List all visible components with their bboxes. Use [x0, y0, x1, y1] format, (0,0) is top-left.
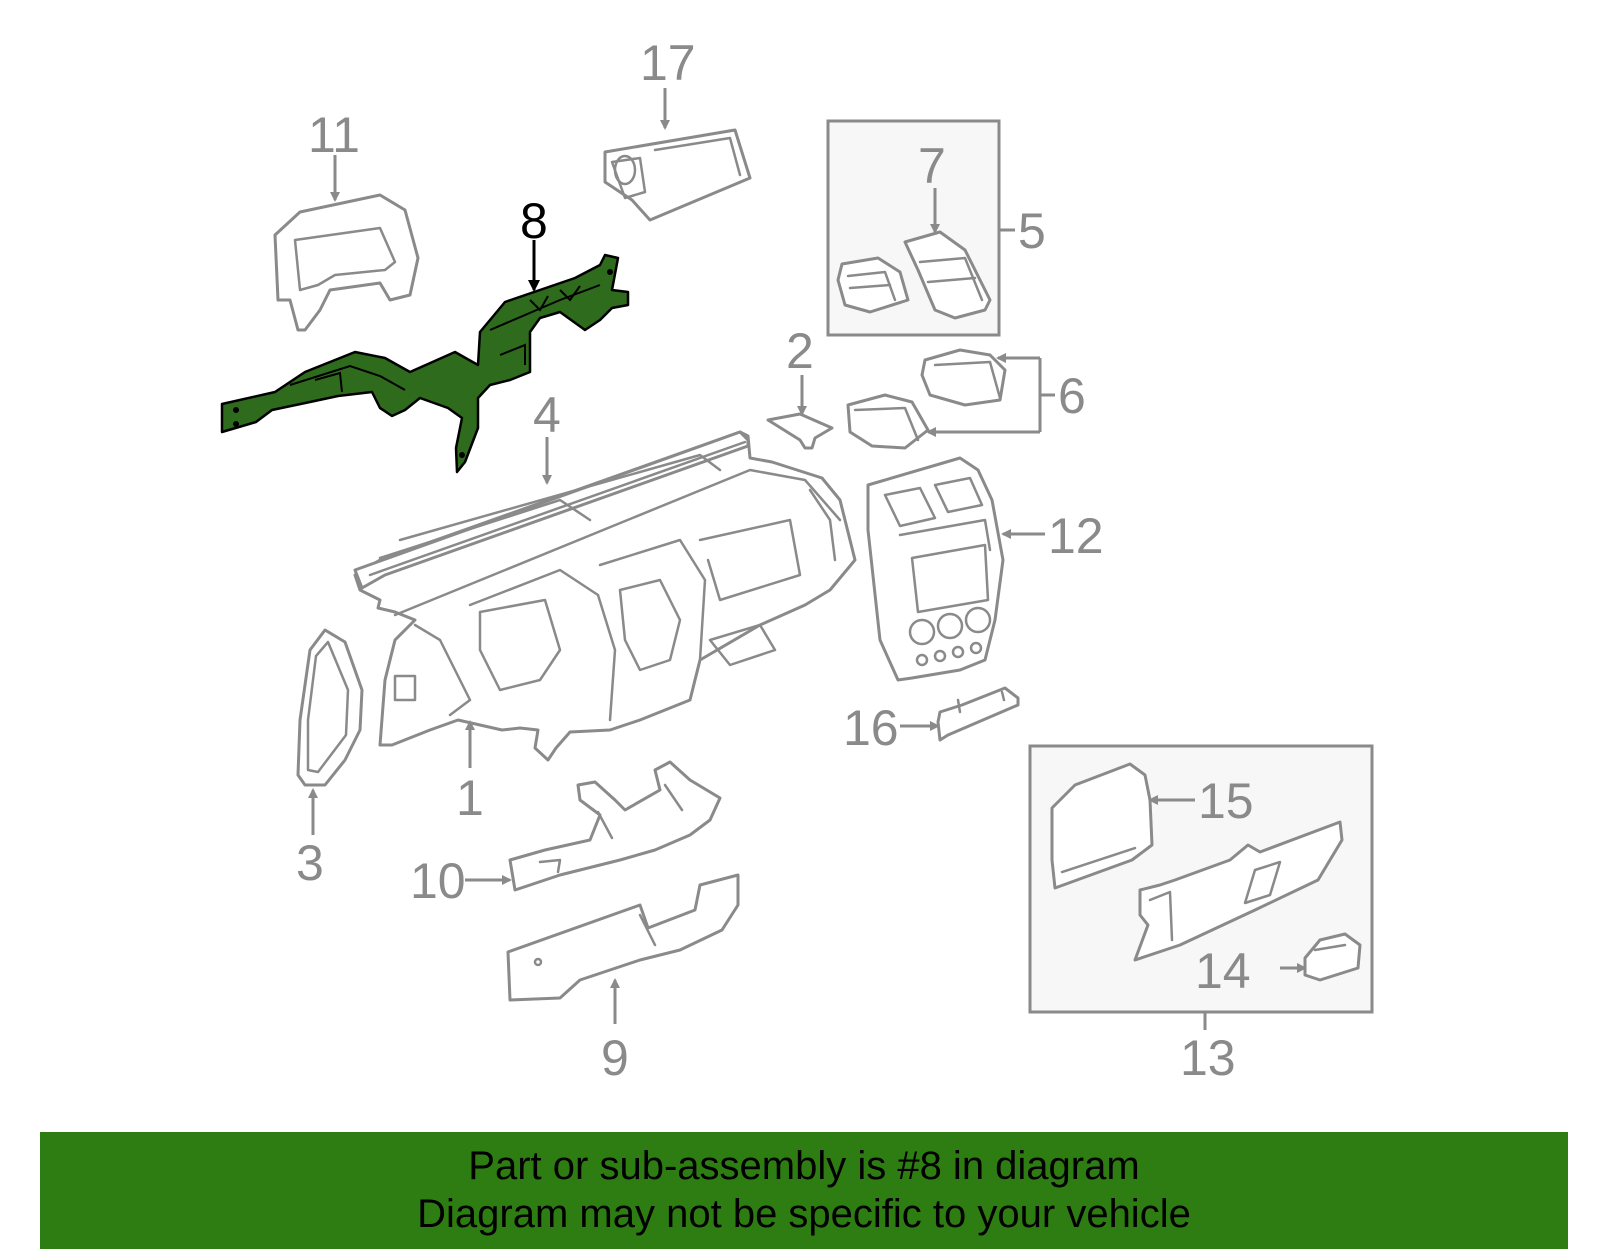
banner-line-1: Part or sub-assembly is #8 in diagram: [468, 1144, 1140, 1188]
part-8-reinforcement-beam[interactable]: [220, 253, 630, 474]
part-4-upper-trim-pad[interactable]: [353, 430, 750, 590]
info-banner: Part or sub-assembly is #8 in diagram Di…: [40, 1132, 1568, 1249]
callout-16[interactable]: 16: [843, 700, 899, 756]
callout-15[interactable]: 15: [1198, 773, 1254, 829]
callout-4[interactable]: 4: [533, 387, 561, 443]
part-9-knee-bolster[interactable]: [506, 873, 740, 1002]
callout-8[interactable]: 8: [520, 193, 548, 249]
callout-10[interactable]: 10: [410, 853, 466, 909]
callout-12[interactable]: 12: [1048, 508, 1104, 564]
part-11-cluster-bezel[interactable]: [273, 193, 420, 332]
part-10-lower-trim[interactable]: [508, 760, 722, 892]
part-3-end-cap[interactable]: [296, 628, 364, 787]
part-17-center-housing[interactable]: [603, 128, 752, 222]
banner-line-2: Diagram may not be specific to your vehi…: [417, 1192, 1191, 1236]
part-5-side-vent-outlet[interactable]: [836, 256, 910, 314]
callout-1[interactable]: 1: [456, 770, 484, 826]
part-16-bracket[interactable]: [936, 686, 1020, 742]
part-12-center-bezel[interactable]: [866, 456, 1005, 682]
part-7-side-vent[interactable]: [903, 230, 992, 320]
callout-7[interactable]: 7: [918, 138, 946, 194]
callout-13[interactable]: 13: [1180, 1030, 1236, 1086]
part-6-lower-vent[interactable]: [846, 393, 930, 450]
part-2-defrost-grille[interactable]: [766, 412, 834, 450]
callout-17[interactable]: 17: [640, 35, 696, 91]
callout-2[interactable]: 2: [786, 323, 814, 379]
part-15-glovebox-liner[interactable]: [1050, 762, 1154, 890]
callout-9[interactable]: 9: [601, 1030, 629, 1086]
callout-11[interactable]: 11: [308, 107, 360, 163]
part-6-upper-vent[interactable]: [920, 348, 1007, 407]
part-13-glovebox-door[interactable]: [1133, 820, 1344, 962]
part-14-glovebox-latch[interactable]: [1303, 932, 1362, 982]
part-1-instrument-panel[interactable]: [353, 430, 857, 762]
parts-diagram: 11 17 8 7 5: [220, 35, 1374, 1086]
callout-3[interactable]: 3: [296, 835, 324, 891]
callout-14[interactable]: 14: [1195, 943, 1251, 999]
callout-6[interactable]: 6: [1058, 368, 1086, 424]
callout-5[interactable]: 5: [1018, 203, 1046, 259]
